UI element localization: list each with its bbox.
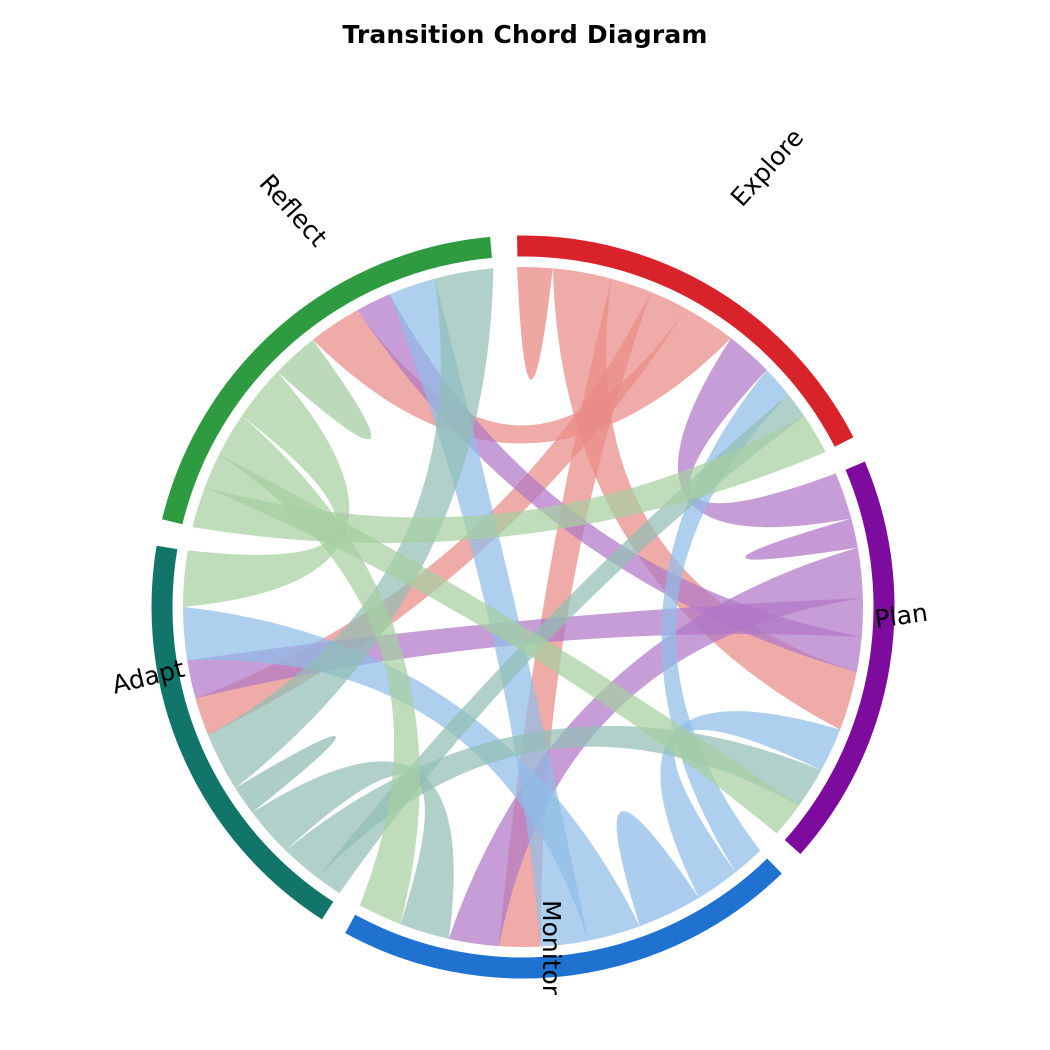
chord-ribbon [616,811,699,927]
chord-ribbon [183,371,350,607]
chord-ribbon [219,415,420,925]
chord-ribbon [235,735,337,813]
chord-ribbon [182,606,640,941]
chord-ribbon [195,292,687,735]
group-label-monitor: Monitor [537,900,566,996]
chord-ribbon [517,266,553,380]
chord-ribbons-layer [182,266,863,947]
chord-ribbon [187,598,863,699]
chord-ribbon [448,547,863,947]
chord-ribbon [192,416,826,544]
group-label-plan: Plan [873,598,930,634]
chord-ribbon [660,711,841,898]
chord-arc-explore[interactable] [516,234,855,449]
chord-arc-plan[interactable] [783,460,896,856]
page-title: Transition Chord Diagram [342,20,708,49]
chord-arcs-layer [150,234,896,980]
chord-ribbon [277,339,372,440]
chord-ribbon [312,308,732,444]
chord-ribbon [677,338,852,528]
chord-arc-adapt[interactable] [150,544,335,921]
chord-arc-monitor[interactable] [343,857,784,980]
group-label-reflect: Reflect [254,169,333,253]
chord-ribbon [252,761,454,939]
group-label-explore: Explore [725,123,809,212]
chord-ribbon [745,518,858,560]
chord-arc-reflect[interactable] [160,235,494,526]
